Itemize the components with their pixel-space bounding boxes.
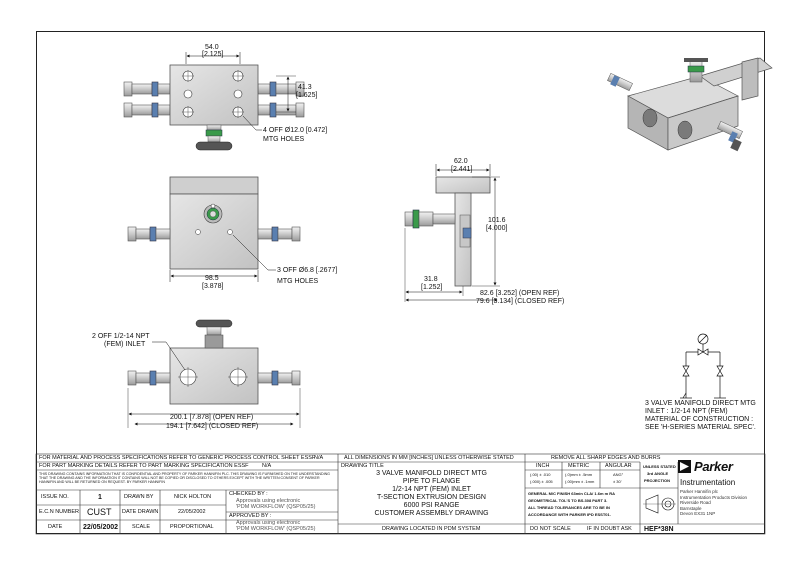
pdm-line: DRAWING LOCATED IN PDM SYSTEM	[382, 526, 481, 532]
tol-metric-header: METRIC	[568, 463, 590, 469]
division-name: Instrumentation	[680, 478, 736, 487]
title-block-grid	[35, 453, 766, 535]
address-line-3: Riverside Road	[680, 500, 711, 505]
drawn-by-label: DRAWN BY	[124, 494, 154, 500]
confidential-notice: THIS DRAWING CONTAINS INFORMATION THAT I…	[39, 472, 330, 485]
title-line-2: PIPE TO FLANGE	[402, 478, 461, 485]
side-dim-top: 62.0	[454, 158, 468, 165]
issue-no: 1	[98, 494, 102, 501]
general-4: ACCORDANCE WITH PARKER IPD ESST01.	[528, 512, 611, 517]
drawn-by: NICK HOLTON	[174, 494, 212, 500]
note-line-4: SEE 'H-SERIES MATERIAL SPEC'.	[645, 424, 756, 431]
tol-metric-2: (.00)mm ± .1mm	[565, 479, 595, 484]
date-drawn-label: DATE DRAWN	[122, 509, 159, 515]
bottom-dim-open: 200.1 [7.878] (OPEN REF)	[170, 414, 254, 421]
side-dim-height: 101.6	[488, 217, 506, 224]
approved-line-2: 'PDM WORKFLOW' (QSP05/25)	[236, 526, 316, 532]
front-holes-note: 3 OFF Ø6.8 [.2677]	[277, 267, 338, 274]
top-dim-width: 54.0	[205, 44, 219, 51]
burrs-note: REMOVE ALL SHARP EDGES AND BURRS	[551, 455, 661, 461]
approved-by-label: APPROVED BY :	[229, 513, 272, 519]
tol-inch-header: INCH	[536, 463, 550, 469]
drawing-title: 3 VALVE MANIFOLD DIRECT MTG PIPE TO FLAN…	[338, 470, 525, 518]
general-1: GENERAL M/C FINISH 63min CLA/ 1.6m m RA	[528, 491, 616, 496]
side-dim-top-inch: [2.441]	[451, 166, 473, 173]
side-dim-closed: 79.6 [3.134] (CLOSED REF)	[476, 298, 565, 305]
tol-angular-1: ANG°	[613, 472, 624, 477]
isometric-view	[607, 57, 773, 152]
brand-name: Parker	[694, 459, 733, 474]
drawing-title-label: DRAWING TITLE	[341, 463, 384, 469]
address-line-1: Parker Hannifin plc	[680, 489, 719, 494]
inlet-note-2: (FEM) INLET	[104, 341, 146, 348]
top-holes-note-2: MTG HOLES	[263, 136, 305, 143]
title-line-5: 6000 PSI RANGE	[403, 502, 460, 509]
tol-inch-2: (.000) ± .005	[530, 479, 553, 484]
unless-3: PROJECTION	[644, 478, 671, 483]
note-line-3: MATERIAL OF CONSTRUCTION :	[645, 416, 754, 423]
top-dim-width-inch: [2.125]	[202, 51, 224, 58]
note-line-2: INLET : 1/2-14 NPT (FEM)	[645, 408, 728, 415]
units-line: ALL DIMENSIONS IN MM [INCHES] UNLESS OTH…	[344, 455, 514, 461]
title-line-6: CUSTOMER ASSEMBLY DRAWING	[374, 510, 489, 517]
front-dim-width: 98.5	[205, 275, 219, 282]
drawing-sheet	[36, 31, 765, 534]
valve-schematic	[680, 333, 726, 399]
scale-label: SCALE	[132, 524, 151, 530]
tol-angular-header: ANGULAR	[605, 463, 632, 469]
parker-flag-icon	[678, 460, 691, 473]
inlet-note: 2 OFF 1/2-14 NPT	[92, 333, 150, 340]
ecn-number: CUST	[87, 507, 112, 517]
top-dim-height: 41.3	[298, 84, 312, 91]
date-drawn: 22/05/2002	[178, 509, 206, 515]
if-in-doubt: IF IN DOUBT ASK	[587, 526, 632, 532]
side-dim-left: 31.8	[424, 276, 438, 283]
title-line-4: T-SECTION EXTRUSION DESIGN	[377, 494, 486, 501]
parker-logo: Parker	[678, 455, 765, 478]
front-dim-width-inch: [3.878]	[202, 283, 224, 290]
marking-value: N/A	[262, 463, 272, 469]
address-line-4: Barnstaple	[680, 505, 702, 511]
address-line-5: Devon EX31 1NP	[680, 511, 716, 516]
spec-value: N/A	[314, 455, 324, 461]
tol-inch-1: (.00) ± .010	[530, 472, 551, 477]
side-view	[404, 164, 500, 302]
unless-1: UNLESS STATED	[643, 464, 676, 469]
marking-line: FOR PART MARKING DETAILS REFER TO PART M…	[39, 463, 249, 469]
title-line-1: 3 VALVE MANIFOLD DIRECT MTG	[376, 470, 487, 477]
date-label: DATE	[48, 524, 63, 530]
approved-line-1: Approvals using electronic	[236, 520, 301, 526]
address-line-2: Instrumentation Products Division	[680, 494, 748, 500]
tol-angular-2: ± 30'	[613, 479, 622, 484]
front-holes-note-2: MTG HOLES	[277, 278, 319, 285]
spec-line: FOR MATERIAL AND PROCESS SPECIFICATIONS …	[39, 455, 316, 461]
ecn-label: E.C.N NUMBER	[39, 509, 80, 515]
side-dim-open: 82.6 [3.252] (OPEN REF)	[480, 290, 560, 297]
front-view	[127, 176, 301, 282]
do-not-scale: DO NOT SCALE	[530, 526, 571, 532]
address-block: Parker Hannifin plc Instrumentation Prod…	[680, 489, 747, 517]
unless-2: 3rd ANGLE	[647, 471, 669, 476]
side-dim-left-inch: [1.252]	[421, 284, 443, 291]
top-holes-note: 4 OFF Ø12.0 [0.472]	[263, 127, 328, 134]
top-dim-height-inch: [1.625]	[296, 92, 318, 99]
title-line-3: 1/2-14 NPT (FEM) INLET	[392, 486, 471, 493]
general-3: ALL THREAD TOLERANCES ARE TO BE IN	[528, 505, 610, 510]
scale-value: PROPORTIONAL	[170, 524, 214, 530]
bottom-dim-closed: 194.1 [7.642] (CLOSED REF)	[166, 423, 259, 430]
tol-metric-1: (.0)mm ± .5mm	[565, 472, 593, 477]
drawing-number: HEF*38N	[644, 526, 674, 533]
bottom-view	[127, 319, 301, 428]
general-2: GEOMETRICAL TOL'S TO BS.308 PART 3.	[528, 498, 608, 503]
note-line-1: 3 VALVE MANIFOLD DIRECT MTG	[645, 400, 756, 407]
top-view	[123, 52, 305, 151]
checked-by-label: CHECKED BY :	[229, 491, 268, 497]
side-dim-height-inch: [4.000]	[486, 225, 508, 232]
issue-no-label: ISSUE NO.	[41, 494, 69, 500]
checked-line-1: Approvals using electronic	[236, 498, 301, 504]
checked-line-2: 'PDM WORKFLOW' (QSP05/25)	[236, 504, 316, 510]
issue-date: 22/05/2002	[83, 524, 119, 531]
